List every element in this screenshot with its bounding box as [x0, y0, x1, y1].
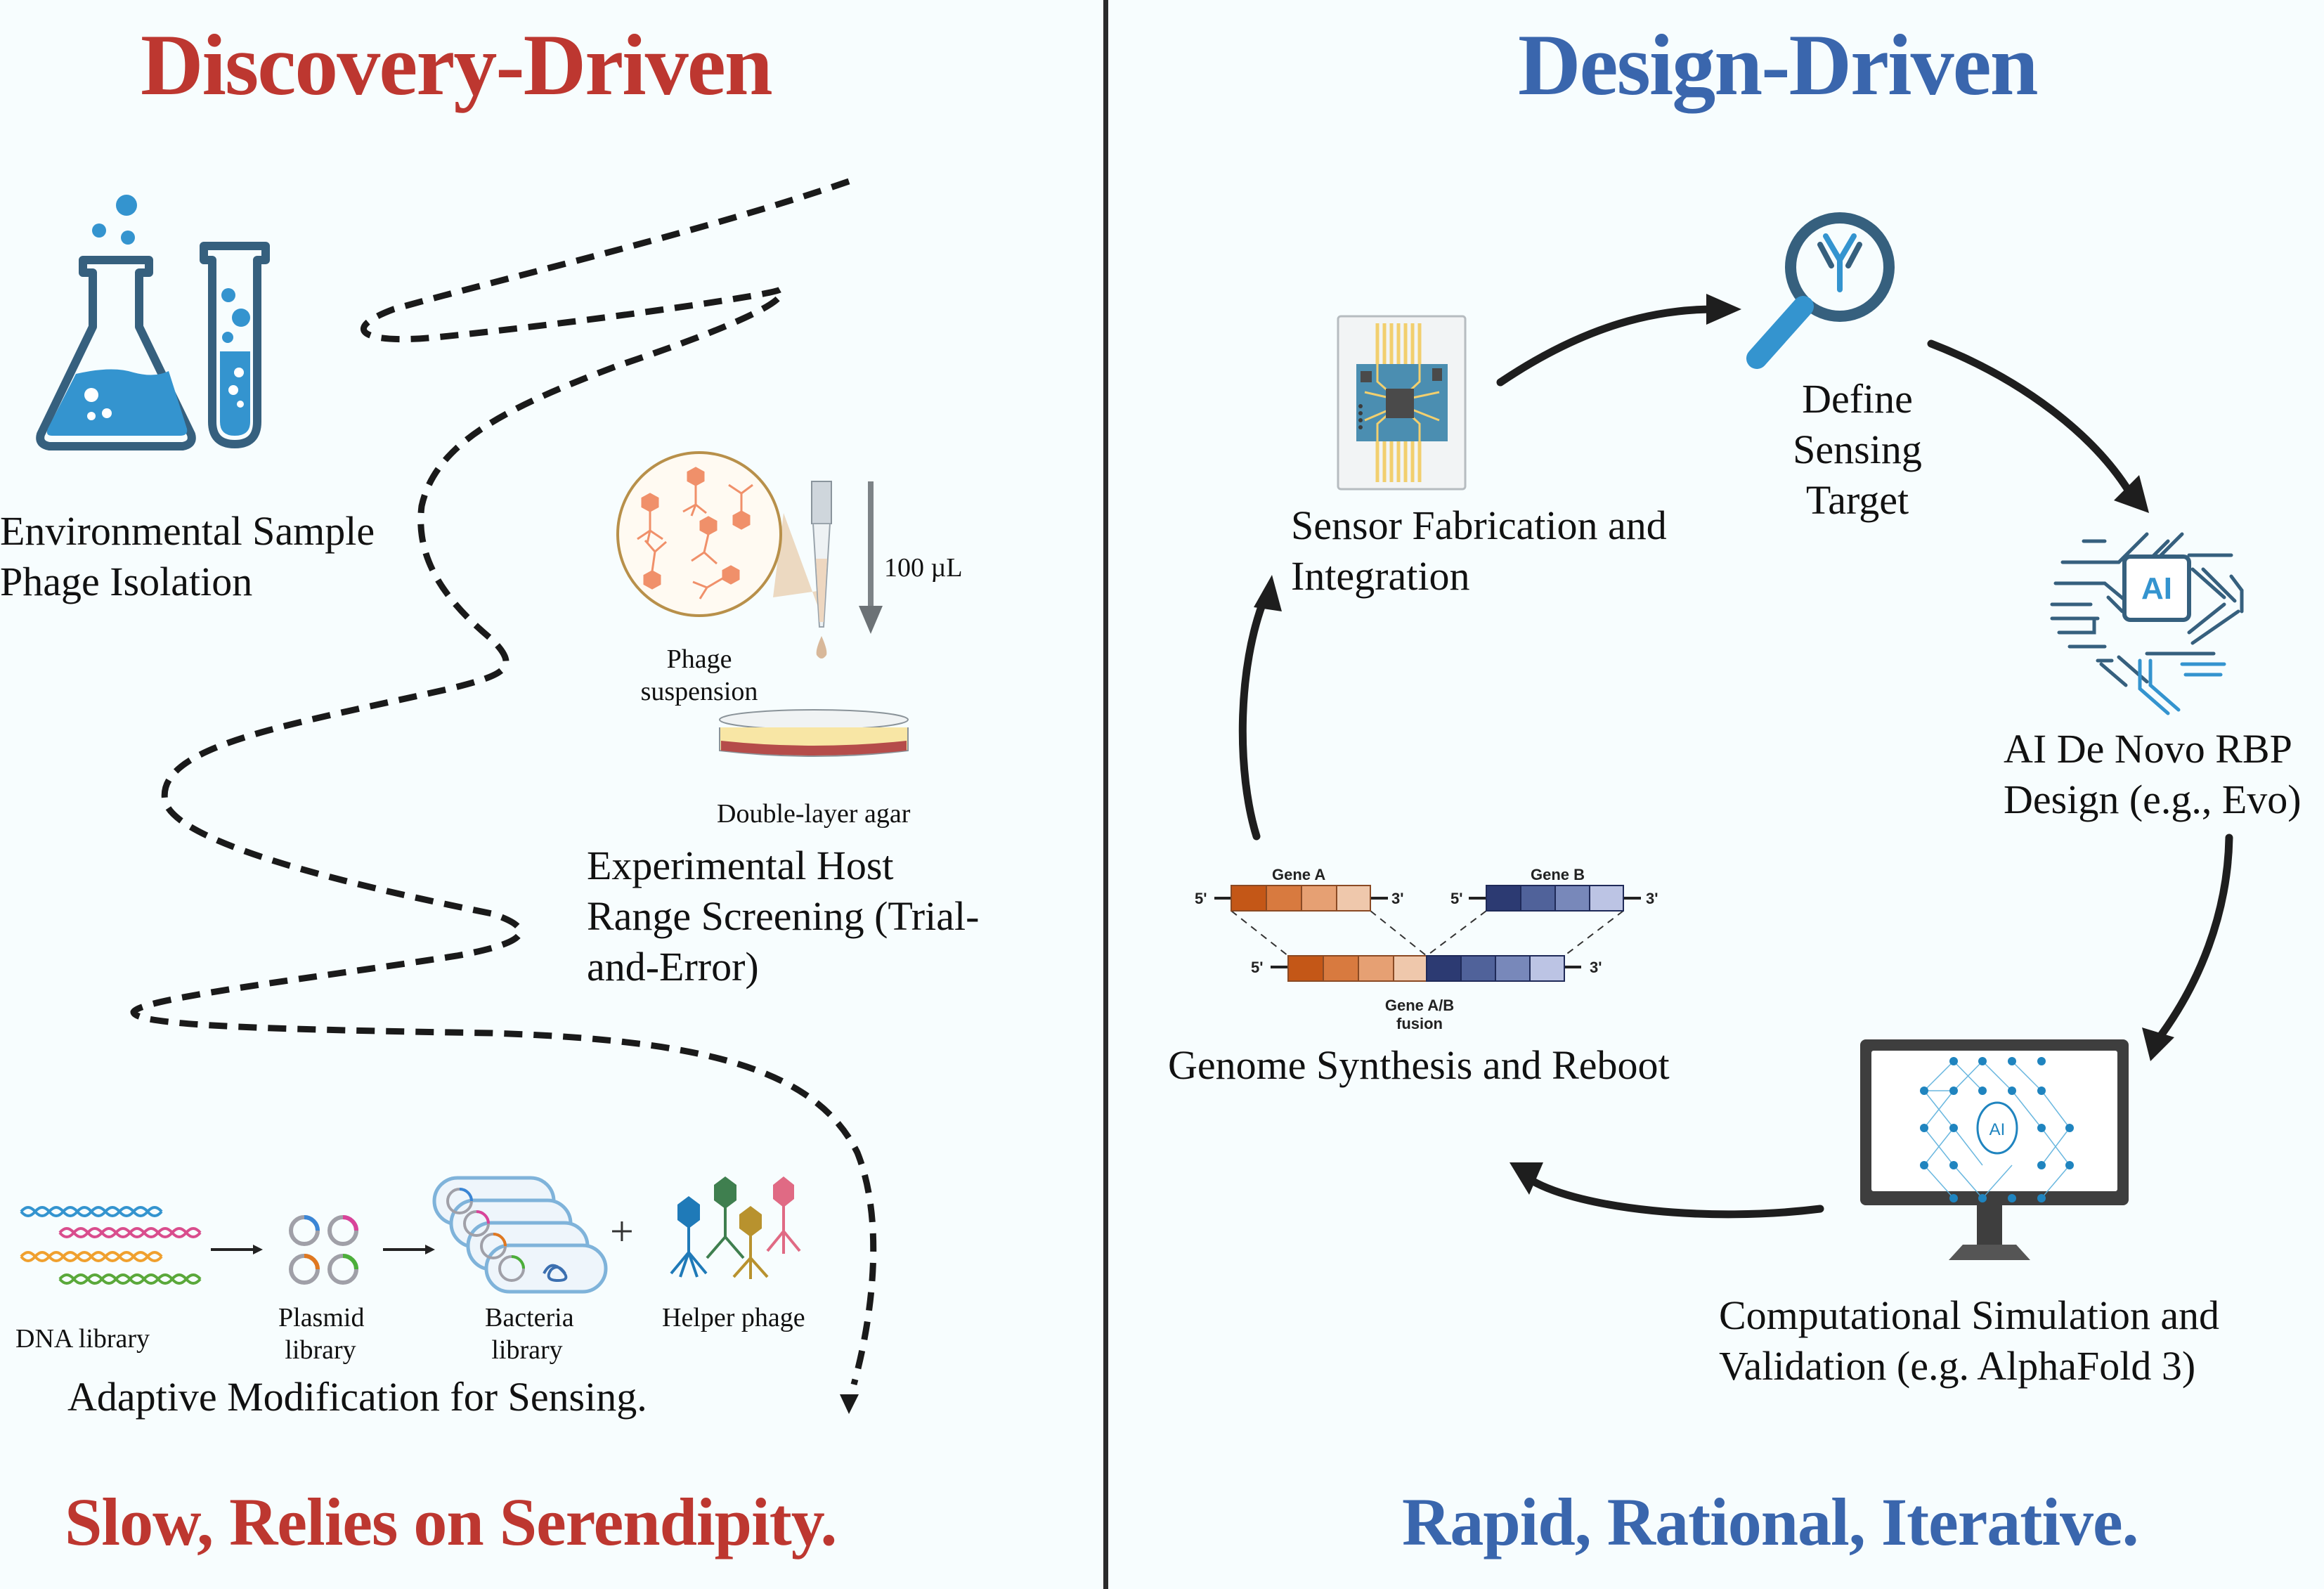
label-line: Environmental Sample: [0, 508, 375, 554]
arrowhead-target: [1706, 294, 1741, 325]
pipette-liquid: [816, 559, 827, 622]
step-label-genome-synthesis: Genome Synthesis and Reboot: [1168, 1042, 1670, 1088]
label-line: Integration: [1291, 553, 1470, 599]
label-line: Phage Isolation: [0, 559, 253, 604]
arrow-genome-to-sensor: [1238, 593, 1269, 841]
step-label-adaptive-modification: Adaptive Modification for Sensing.: [67, 1374, 647, 1420]
three-prime-label: 3': [1590, 959, 1602, 976]
plus-sign: +: [610, 1208, 634, 1254]
arrow-plasmid-to-bacteria-icon: [383, 1245, 435, 1254]
label-line: Target: [1805, 477, 1909, 523]
label-bacteria-library: Bacteria library: [485, 1302, 574, 1366]
label-line: Bacteria: [485, 1303, 574, 1332]
arrowhead-simulation: [2142, 1027, 2174, 1061]
step-label-ai-design: AI De Novo RBP Design (e.g., Evo): [2004, 724, 2302, 825]
label-line: Range Screening (Trial-: [587, 893, 980, 939]
bacteria-library-icon: [432, 1176, 608, 1294]
step-label-host-range-screening: Experimental Host Range Screening (Trial…: [587, 841, 979, 992]
pipette-petri-dish-icon: [616, 451, 909, 757]
lab-flask-test-tube-icon: [36, 195, 270, 450]
label-helper-phage: Helper phage: [662, 1303, 805, 1332]
drop: [816, 636, 827, 659]
sensor-chip-icon: [1337, 315, 1467, 491]
gene-b-label: Gene B: [1531, 866, 1585, 883]
label-line: Define: [1802, 376, 1913, 422]
label-plasmid-library: Plasmid library: [278, 1302, 365, 1366]
arrowhead-ai: [2114, 475, 2149, 513]
arrow-target-to-ai: [1927, 339, 2134, 496]
dna-library-icon: [20, 1206, 202, 1285]
discovery-tagline: Slow, Relies on Serendipity.: [65, 1484, 837, 1559]
arrow-ai-to-simulation: [2153, 834, 2233, 1044]
discovery-driven-title: Discovery-Driven: [141, 17, 773, 113]
monitor-neural-network-icon: AI: [1860, 1039, 2129, 1260]
helper-phage-icon: [670, 1176, 801, 1279]
petri-dish: [719, 709, 909, 757]
gene-a-label: Gene A: [1272, 866, 1326, 883]
label-line: Plasmid: [278, 1303, 365, 1332]
monitor-ai-text: AI: [1989, 1120, 2006, 1139]
label-line: suspension: [640, 677, 758, 706]
volume-down-arrow: [859, 606, 883, 634]
label-dna-library: DNA library: [15, 1324, 150, 1354]
label-volume: 100 µL: [884, 553, 963, 583]
label-line: Sensing: [1793, 427, 1922, 472]
label-line: Experimental Host: [587, 843, 894, 888]
plasmid-library-icon: [289, 1215, 358, 1285]
neural-nodes: [1920, 1057, 2074, 1202]
neural-network: [1923, 1061, 2070, 1199]
label-line: Validation (e.g. AlphaFold 3): [1719, 1343, 2196, 1389]
five-prime-label: 5': [1450, 890, 1463, 907]
step-label-simulation: Computational Simulation and Validation …: [1719, 1290, 2219, 1392]
arrow-sensor-to-target: [1496, 305, 1719, 387]
five-prime-label: 5': [1195, 890, 1207, 907]
label-line: Design (e.g., Evo): [2004, 777, 2302, 822]
arrow-dna-to-plasmid-icon: [211, 1245, 263, 1254]
step-label-sensor-fabrication: Sensor Fabrication and Integration: [1291, 500, 1667, 602]
five-prime-label: 5': [1251, 959, 1264, 976]
step-label-define-target: Define Sensing Target: [1766, 374, 1949, 526]
label-line: fusion: [1396, 1015, 1443, 1032]
dotted-path-line: [130, 178, 877, 1386]
three-prime-label: 3': [1646, 890, 1658, 907]
ai-brain-circuit-icon: AI: [2050, 532, 2244, 715]
label-line: library: [285, 1335, 356, 1365]
gene-fusion-icon: [1214, 885, 1641, 982]
step-label-environmental-sample: Environmental Sample Phage Isolation: [0, 506, 375, 607]
label-line: Sensor Fabrication and: [1291, 502, 1667, 548]
gene-fusion-label: Gene A/B fusion: [1377, 997, 1462, 1033]
label-line: Gene A/B: [1384, 997, 1455, 1014]
label-line: Phage: [666, 644, 732, 674]
three-prime-label: 3': [1391, 890, 1404, 907]
label-double-layer-agar: Double-layer agar: [717, 799, 911, 829]
arrowhead-sensor: [1254, 575, 1282, 611]
label-line: AI De Novo RBP: [2004, 726, 2292, 772]
phage-particles: [637, 467, 753, 599]
panel-divider: [1103, 0, 1108, 1589]
zoom-cone: [773, 513, 822, 618]
label-phage-suspension: Phage suspension: [629, 643, 770, 708]
label-line: Computational Simulation and: [1719, 1292, 2220, 1338]
design-driven-title: Design-Driven: [1518, 17, 2039, 113]
magnifier-antibody-icon: [1746, 212, 1895, 369]
label-line: and-Error): [587, 944, 759, 990]
ai-chip-text: AI: [2141, 571, 2172, 606]
arrow-simulation-to-genome: [1528, 1176, 1824, 1219]
dotted-path-arrowhead: [840, 1394, 859, 1414]
label-line: library: [491, 1335, 563, 1365]
arrowhead-genome: [1510, 1162, 1543, 1195]
design-tagline: Rapid, Rational, Iterative.: [1402, 1484, 2139, 1559]
